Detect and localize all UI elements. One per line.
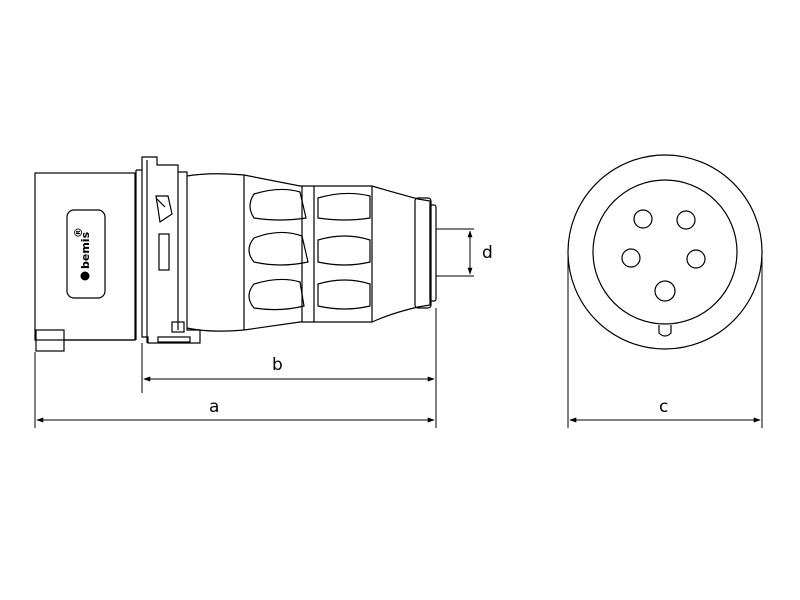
dimension-c — [567, 252, 763, 428]
grip-rib-3 — [248, 278, 305, 311]
collar-flange — [136, 156, 201, 344]
dimension-label-a: a — [209, 397, 219, 417]
pin-top-right — [676, 210, 696, 230]
dimension-a — [34, 352, 435, 428]
label-plate — [66, 209, 106, 299]
plug-front-view — [567, 154, 763, 350]
nose-nut — [414, 197, 432, 309]
gland-body — [186, 173, 431, 332]
grip-rib-1 — [249, 188, 307, 221]
latch-clip — [155, 195, 173, 224]
svg-text:®: ® — [72, 227, 85, 238]
inner-rim — [592, 179, 738, 325]
plug-side-view — [34, 156, 437, 352]
dimension-label-c: c — [659, 397, 668, 417]
grip-rib-2 — [248, 231, 309, 266]
pin-earth — [654, 280, 676, 302]
pin-middle-left — [621, 248, 641, 268]
outer-rim — [567, 154, 763, 350]
dimension-d — [436, 228, 474, 277]
dimension-b — [141, 308, 437, 428]
pin-top-left — [633, 209, 653, 229]
keyway-notch — [658, 325, 672, 337]
brand-name: bemis — [79, 231, 92, 269]
brand-logo-icon: bemis ® — [72, 227, 92, 281]
slot-window — [158, 233, 170, 271]
pin-middle-right — [686, 249, 706, 269]
dimension-label-b: b — [272, 355, 283, 375]
dimension-label-d: d — [482, 243, 493, 263]
